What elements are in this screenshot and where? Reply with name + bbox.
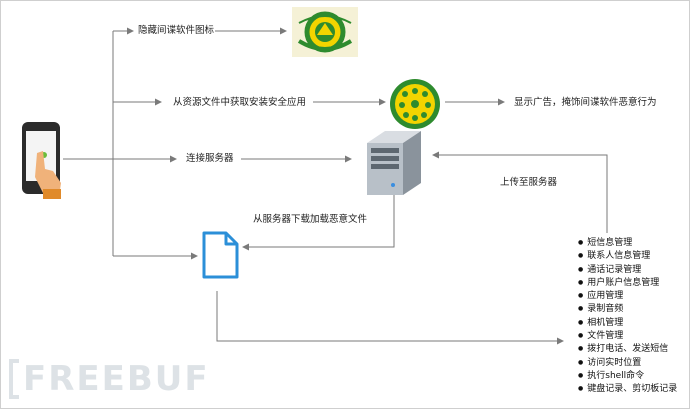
label-upload-server: 上传至服务器 <box>500 177 558 188</box>
arrow-download-to-file <box>242 191 395 251</box>
list-item: 录制音频 <box>578 303 677 316</box>
list-item: 应用管理 <box>578 290 677 303</box>
list-item: 文件管理 <box>578 330 677 343</box>
arrow-upload-to-server <box>432 151 608 233</box>
watermark-bracket <box>9 359 19 399</box>
round-emblem-icon <box>390 79 440 129</box>
list-item: 访问实时位置 <box>578 357 677 370</box>
list-item: 键盘记录、剪切板记录 <box>578 383 677 396</box>
list-item: 用户账户信息管理 <box>578 277 677 290</box>
label-connect-server: 连接服务器 <box>186 153 234 164</box>
list-item: 相机管理 <box>578 317 677 330</box>
smartphone-touch-icon <box>22 122 61 199</box>
document-file-icon <box>202 231 239 279</box>
label-download-malicious: 从服务器下载加载恶意文件 <box>253 214 368 225</box>
emblem-badge-icon <box>292 7 358 57</box>
arrow-file-to-features <box>216 291 564 345</box>
label-get-safe-app: 从资源文件中获取安装安全应用 <box>173 97 307 108</box>
list-item: 短信息管理 <box>578 237 677 250</box>
list-item: 拨打电话、发送短信 <box>578 343 677 356</box>
list-item: 通话记录管理 <box>578 264 677 277</box>
list-item: 执行shell命令 <box>578 370 677 383</box>
watermark: FREEBUF <box>23 359 210 399</box>
label-show-ads: 显示广告，掩饰间谍软件恶意行为 <box>514 97 657 108</box>
feature-list: 短信息管理 联系人信息管理 通话记录管理 用户账户信息管理 应用管理 录制音频 … <box>578 237 677 397</box>
list-item: 联系人信息管理 <box>578 250 677 263</box>
label-hide-icon: 隐藏间谍软件图标 <box>138 25 215 36</box>
server-tower-icon <box>367 131 421 195</box>
